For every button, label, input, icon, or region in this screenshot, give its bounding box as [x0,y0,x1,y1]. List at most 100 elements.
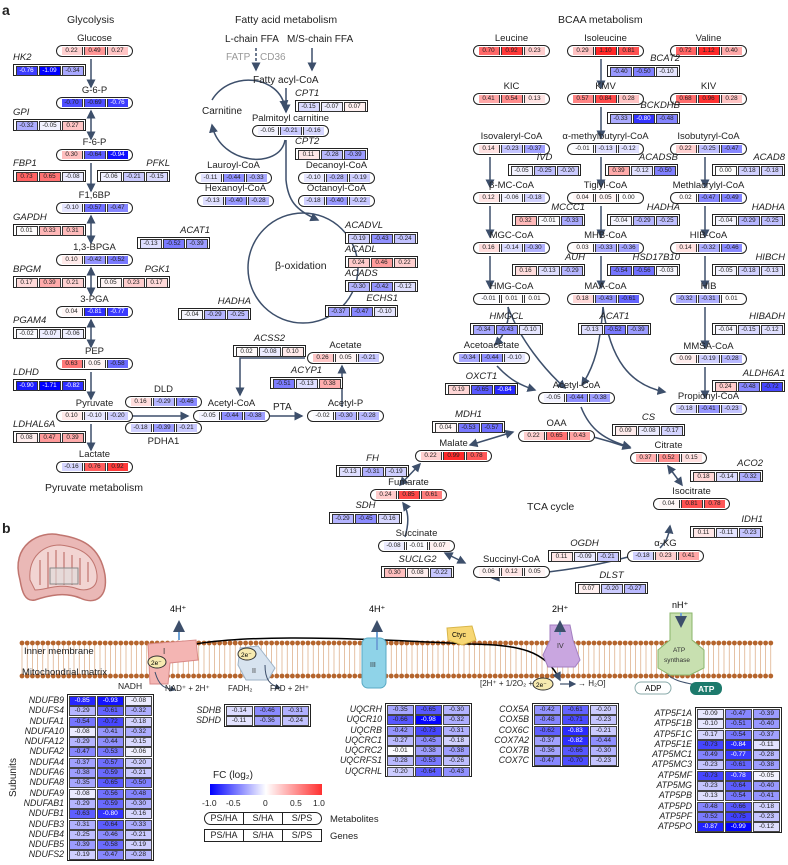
table-row: -0.25-0.46-0.21 [68,829,153,840]
fc-box: -0.04-0.29-0.25 [712,214,785,226]
metabolite-lauroyl: Lauroyl-CoA-0.11-0.44-0.33 [195,160,272,184]
fc-cell: 0.07 [428,542,450,550]
fc-box: -0.33-0.80-0.48 [607,112,680,124]
node-label: Valine [695,33,722,44]
gene-label: NDUFA12 [24,736,64,747]
fc-cell: -0.23 [500,145,523,153]
fc-cell: -0.10 [518,325,541,335]
node-label: FBP1 [13,158,37,169]
fc-cell: -0.37 [752,729,780,740]
fc-cell: 0.32 [514,216,537,226]
fc-cell: -0.13 [760,266,783,276]
fc-cell: -0.18 [752,801,780,812]
fc-cell: -0.54 [724,791,752,802]
gene-label: UQCRFS1 [339,755,382,766]
fc-box: 0.03-0.33-0.36 [567,242,644,254]
node-label: β-MC-CoA [488,180,535,191]
fc-cell: 0.63 [61,360,83,368]
metabolite-propionyl: Propionyl-CoA-0.18-0.41-0.23 [670,391,747,415]
svg-text:2e⁻: 2e⁻ [151,660,162,667]
fc-cell: 0.22 [523,432,545,440]
node-label: ACADS [345,268,378,279]
fc-box: -0.05-0.25-0.20 [508,164,581,176]
node-label: Hexanoyl-CoA [204,183,267,194]
fc-cell: -0.40 [609,67,632,77]
fc-cell: -0.99 [724,822,752,833]
metabolite-acetylp: Acetyl-P-0.02-0.30-0.28 [307,398,384,422]
fc-cell: -0.42 [386,725,414,736]
fc-cell: 0.68 [675,95,697,103]
table-row: -0.20-0.64-0.43 [386,766,471,777]
node-label: Malate [439,438,468,449]
node-label: LDHD [13,367,39,378]
fc-cell: -0.48 [655,114,678,124]
gene-label: NDUFB9 [28,695,64,705]
gene-label: ATP5PO [657,821,692,832]
fc-cell: -0.64 [414,766,442,777]
gene-label: NDUFA10 [24,725,64,736]
fc-cell: 0.22 [61,47,83,55]
fc-box: -0.54-0.56-0.03 [607,264,680,276]
gene-label: UQCRH [349,704,382,714]
gene-bckdhb: BCKDHB-0.33-0.80-0.48 [607,100,680,124]
gene-label: ATP5F1B [654,718,692,729]
fc-cell: -0.90 [15,381,38,391]
fc-cell: -0.50 [124,778,152,789]
fc-box: -0.13-0.52-0.39 [578,323,651,335]
fc-cell: -0.20 [556,166,579,176]
fc-cell: 0.05 [594,194,617,202]
gene-hadha_b2: HADHA-0.04-0.29-0.25 [712,202,785,226]
fc-cell: 0.41 [677,552,699,560]
node-label: Lauroyl-CoA [207,160,260,171]
fc-cell: -0.36 [533,746,561,757]
proton-label-atp: nH⁺ [672,600,689,610]
node-label: BCAT2 [650,53,680,64]
fc-cell: -0.46 [253,706,281,716]
table-row: -0.42-0.73-0.31 [386,725,471,736]
fc-cell: 0.30 [383,568,406,578]
fc-box: 0.10-0.42-0.52 [56,254,133,266]
fc-cell: -0.22 [429,568,452,578]
fc-cell: -0.16 [377,514,400,524]
fc-cell: -0.28 [357,412,379,420]
fc-box: -0.19-0.43-0.24 [345,232,418,244]
table-row: -0.14-0.46-0.31 [225,705,310,716]
fc-cell: -0.49 [720,194,742,202]
fc-cell: -1.71 [38,381,61,391]
fc-cell: 0.04 [61,308,83,316]
fc-cell: -0.18 [675,405,697,413]
fc-cell: -0.59 [96,798,124,809]
fc-box: -0.04-0.15-0.12 [712,323,785,335]
fc-box: 0.07-0.20-0.27 [575,582,648,594]
fc-cell: -0.29 [68,737,96,748]
fc-cell: -0.69 [83,99,106,107]
pyruvate-metabolism-title: Pyruvate metabolism [45,482,144,494]
node-label: Decanoyl-CoA [305,160,368,171]
svg-text:2e⁻: 2e⁻ [241,652,252,659]
nadh-subunit-table: -0.85-0.93-0.08-0.29-0.61-0.32-0.54-0.72… [67,694,154,861]
fc-cell: 0.27 [61,121,84,131]
cd36-label: CD36 [260,52,286,63]
gene-label: NDUFA2 [29,746,64,757]
fc-cell: -0.14 [225,706,253,716]
fc-cell: -0.66 [561,746,589,757]
gene-label: NDUFB3 [28,818,64,829]
fc-cell: -0.01 [537,216,560,226]
fc-cell: -0.73 [414,725,442,736]
fc-cell: -0.52 [696,811,724,822]
fc-cell: -0.56 [632,266,655,276]
metabolite-acetylcoa_fa: Acetyl-CoA-0.05-0.44-0.38 [193,398,270,422]
node-label: ACADL [345,244,377,255]
